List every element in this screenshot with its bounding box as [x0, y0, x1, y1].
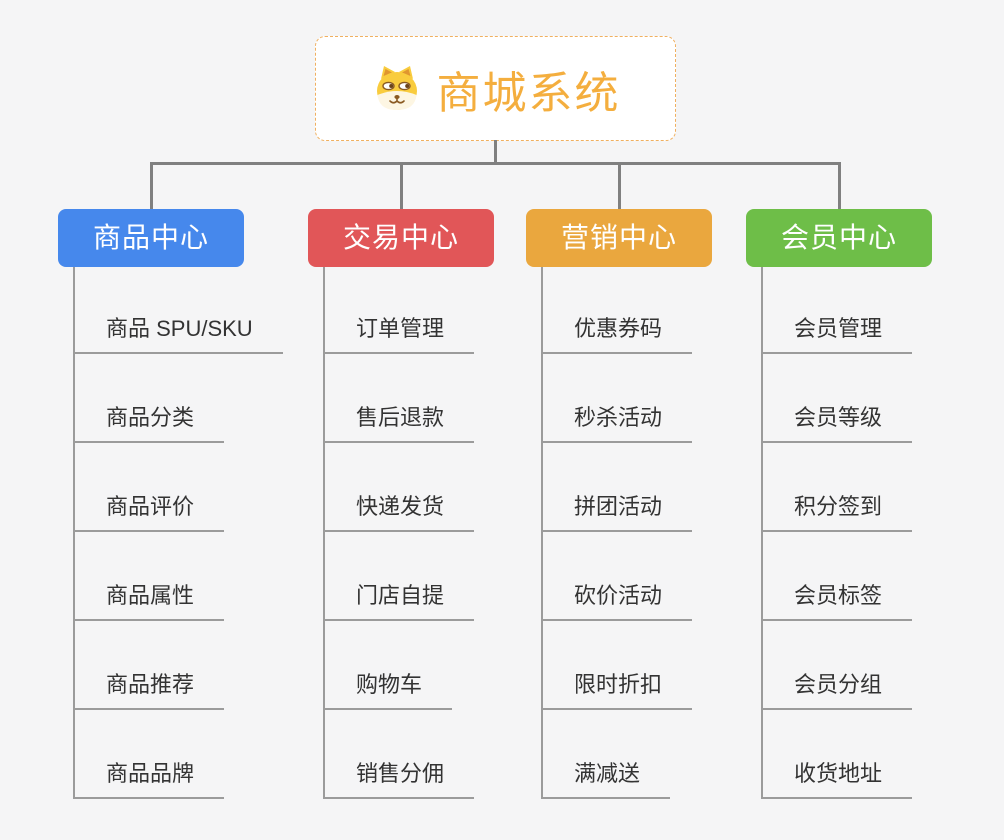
- node-item[interactable]: 商品推荐: [73, 668, 225, 710]
- branch-children: 优惠券码 秒杀活动 拼团活动 砍价活动 限时折扣 满减送: [541, 267, 771, 807]
- node-item[interactable]: 积分签到: [761, 490, 913, 532]
- doge-icon: [376, 65, 417, 110]
- node-item[interactable]: 秒杀活动: [541, 401, 693, 443]
- connector-drop: [400, 162, 403, 209]
- node-item[interactable]: 销售分佣: [323, 757, 475, 799]
- branch-children: 会员管理 会员等级 积分签到 会员标签 会员分组 收货地址: [761, 267, 991, 807]
- root-connector-stub: [494, 140, 497, 164]
- node-item[interactable]: 商品 SPU/SKU: [73, 312, 283, 354]
- node-item[interactable]: 订单管理: [323, 312, 475, 354]
- branch-children: 商品 SPU/SKU 商品分类 商品评价 商品属性 商品推荐 商品品牌: [73, 267, 303, 807]
- node-item[interactable]: 收货地址: [761, 757, 913, 799]
- node-item[interactable]: 会员分组: [761, 668, 913, 710]
- node-item[interactable]: 商品属性: [73, 579, 225, 621]
- node-item[interactable]: 砍价活动: [541, 579, 693, 621]
- node-item[interactable]: 优惠券码: [541, 312, 693, 354]
- node-item[interactable]: 购物车: [323, 668, 453, 710]
- node-item[interactable]: 满减送: [541, 757, 671, 799]
- node-item[interactable]: 商品评价: [73, 490, 225, 532]
- branch-header-marketing-center[interactable]: 营销中心: [526, 209, 712, 267]
- connector-drop: [838, 162, 841, 209]
- branch-header-member-center[interactable]: 会员中心: [746, 209, 932, 267]
- root-title: 商城系统: [436, 68, 621, 118]
- node-item[interactable]: 商品分类: [73, 401, 225, 443]
- branch-spine-line: [761, 267, 763, 799]
- node-item[interactable]: 快递发货: [323, 490, 475, 532]
- branch-header-trade-center[interactable]: 交易中心: [308, 209, 494, 267]
- node-item[interactable]: 会员等级: [761, 401, 913, 443]
- node-item[interactable]: 拼团活动: [541, 490, 693, 532]
- branch-spine-line: [323, 267, 325, 799]
- branch-connector-horizontal: [150, 162, 841, 165]
- branch-children: 订单管理 售后退款 快递发货 门店自提 购物车 销售分佣: [323, 267, 553, 807]
- node-item[interactable]: 门店自提: [323, 579, 475, 621]
- node-item[interactable]: 限时折扣: [541, 668, 693, 710]
- connector-drop: [150, 162, 153, 209]
- root-node-mall-system[interactable]: 商城系统: [315, 36, 676, 141]
- branch-header-goods-center[interactable]: 商品中心: [58, 209, 244, 267]
- node-item[interactable]: 会员标签: [761, 579, 913, 621]
- connector-drop: [618, 162, 621, 209]
- branch-spine-line: [73, 267, 75, 799]
- node-item[interactable]: 售后退款: [323, 401, 475, 443]
- node-item[interactable]: 会员管理: [761, 312, 913, 354]
- branch-spine-line: [541, 267, 543, 799]
- node-item[interactable]: 商品品牌: [73, 757, 225, 799]
